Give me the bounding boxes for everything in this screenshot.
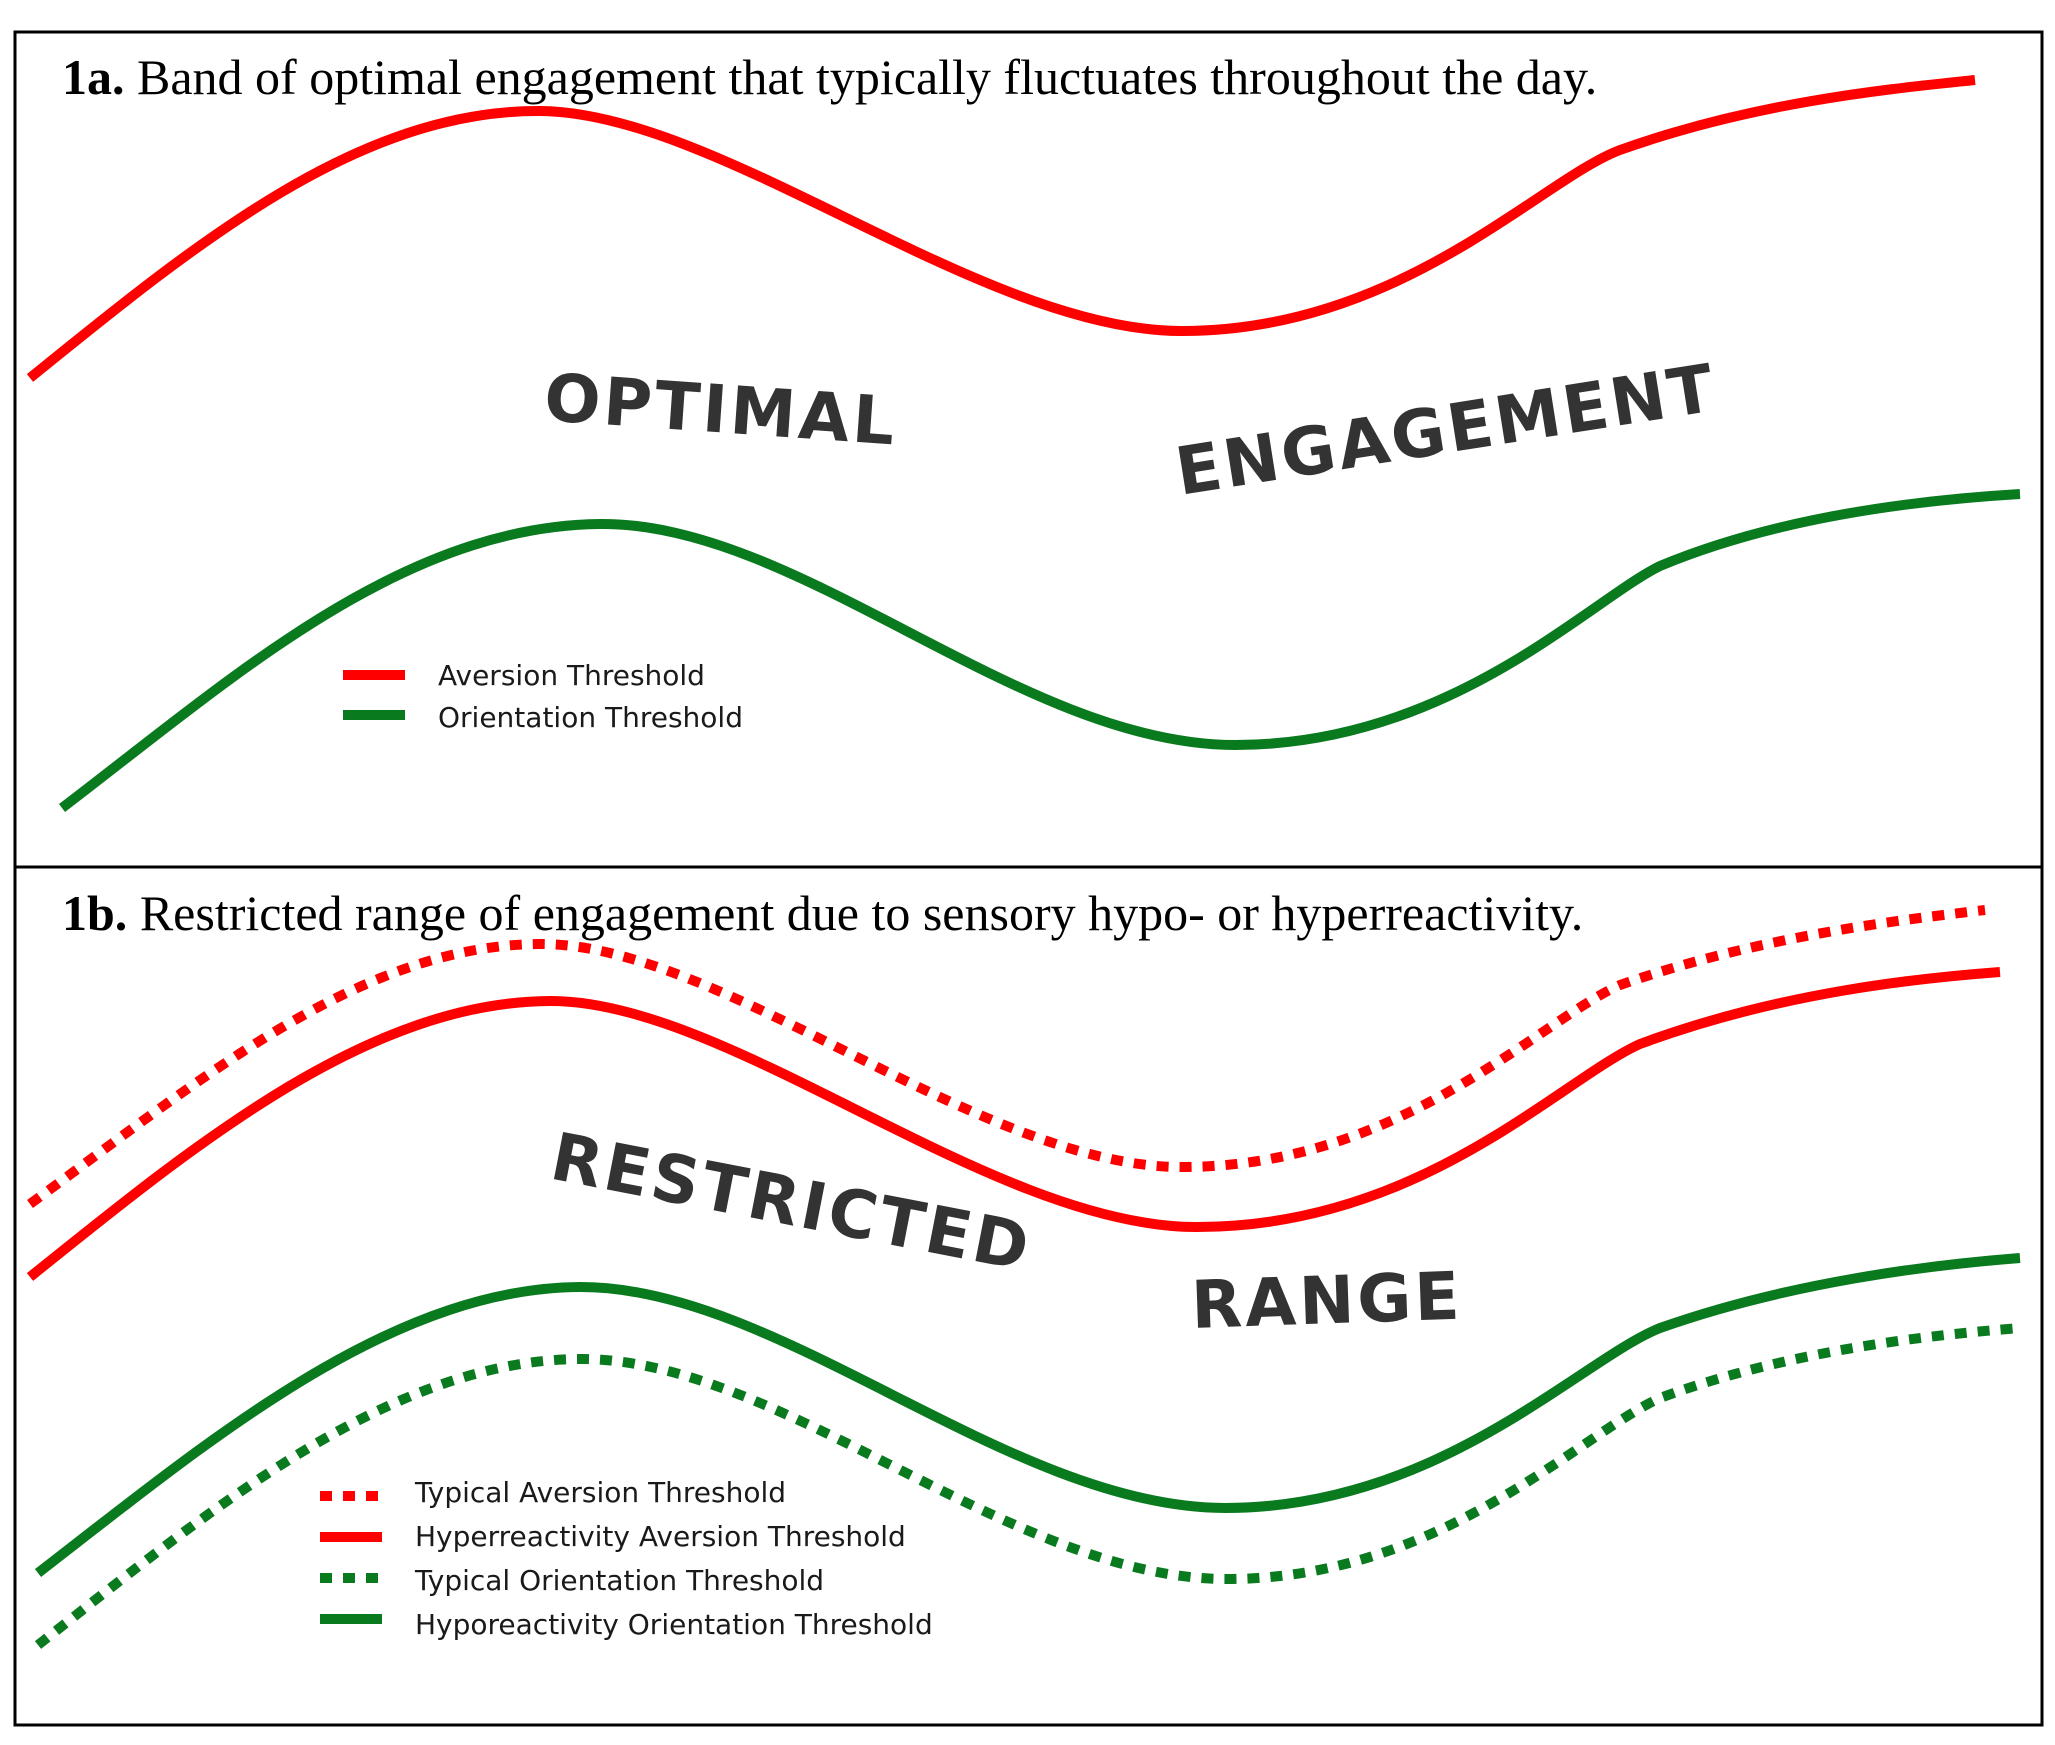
legend-label-aversion: Aversion Threshold — [438, 659, 705, 692]
panel-b-label-range: RANGE — [1190, 1258, 1464, 1344]
legend-label-typical-orientation: Typical Orientation Threshold — [414, 1564, 824, 1597]
panel-a-caption-number: 1a. — [62, 49, 125, 105]
panel-b-caption: 1b. Restricted range of engagement due t… — [62, 885, 1583, 941]
panel-a-label-optimal: OPTIMAL — [542, 359, 900, 460]
legend-label-orientation: Orientation Threshold — [438, 701, 743, 734]
panel-b-hyper-aversion-curve — [26, 967, 2001, 1281]
panel-a-label-engagement: ENGAGEMENT — [1170, 349, 1721, 510]
panel-b-caption-text: Restricted range of engagement due to se… — [127, 885, 1583, 941]
panel-b-label-restricted: RESTRICTED — [545, 1118, 1038, 1287]
legend-label-typical-aversion: Typical Aversion Threshold — [414, 1476, 786, 1509]
panel-b-border — [13, 865, 2044, 1727]
panel-a: 1a. Band of optimal engagement that typi… — [26, 49, 2021, 812]
legend-label-hypo-orientation: Hyporeactivity Orientation Threshold — [415, 1608, 933, 1641]
panel-b-legend: Typical Aversion Threshold Hyperreactivi… — [320, 1476, 933, 1641]
panel-a-border — [13, 30, 2044, 869]
panel-a-caption-text: Band of optimal engagement that typicall… — [125, 49, 1598, 105]
panel-b-hypo-orientation-curve — [34, 1253, 2021, 1577]
panel-a-orientation-curve — [58, 489, 2021, 812]
panel-b-caption-number: 1b. — [62, 885, 127, 941]
panel-a-legend: Aversion Threshold Orientation Threshold — [343, 659, 743, 734]
panel-a-caption: 1a. Band of optimal engagement that typi… — [62, 49, 1597, 105]
legend-label-hyper-aversion: Hyperreactivity Aversion Threshold — [415, 1520, 906, 1553]
panel-a-aversion-curve — [26, 75, 1976, 382]
panel-b-typical-aversion-curve — [27, 905, 1986, 1209]
panel-b-typical-orientation-curve — [34, 1323, 2021, 1649]
panel-b: 1b. Restricted range of engagement due t… — [26, 885, 2021, 1649]
